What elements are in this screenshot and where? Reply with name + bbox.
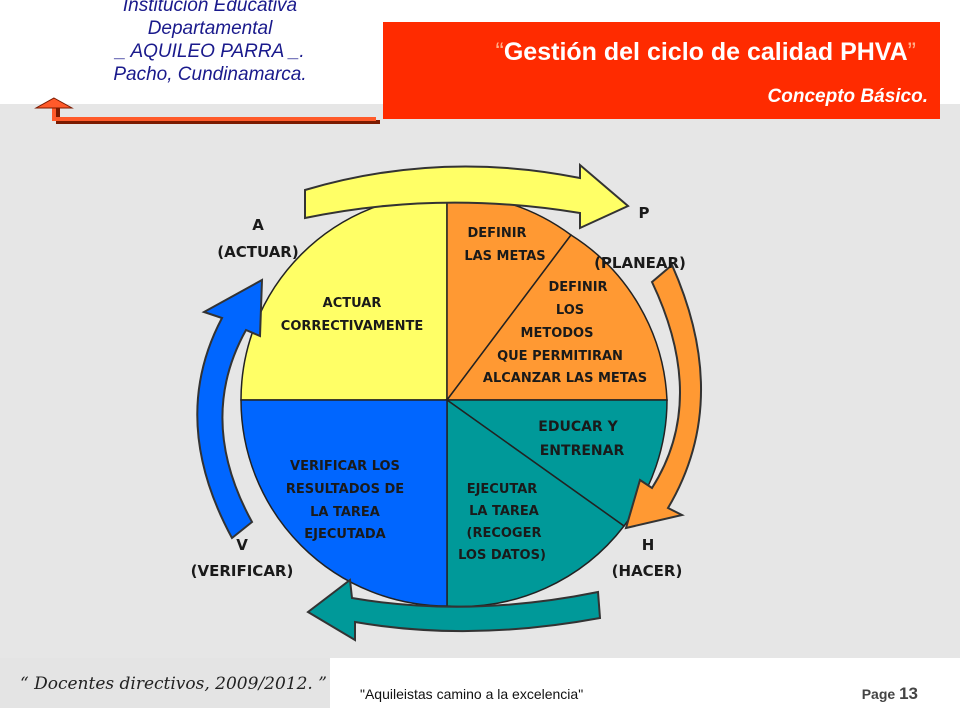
institution-line: _ AQUILEO PARRA _. <box>115 41 305 62</box>
footer-slogan: "Aquileistas camino a la excelencia" <box>360 686 584 702</box>
institution-name: Institución Educativa Departamental _ AQ… <box>60 0 360 86</box>
segment-label-metas: LAS METAS <box>464 249 545 264</box>
arrow-check-to-act[interactable] <box>196 278 264 540</box>
segment-label-metodos: DEFINIR <box>548 280 607 295</box>
page-indicator: Page 13 <box>862 684 918 704</box>
segment-label-metodos: LOS <box>556 303 584 318</box>
segment-label-ejecutar: LA TAREA <box>469 504 539 519</box>
phase-h-letter: H <box>642 536 655 554</box>
segment-definir-metodos <box>445 233 668 401</box>
page-label: Page <box>861 686 896 702</box>
segment-label-verificar: LA TAREA <box>310 505 380 520</box>
institution-line: Pacho, Cundinamarca. <box>113 64 307 85</box>
phase-v-letter: V <box>236 536 248 554</box>
segment-label-actuar: ACTUAR <box>323 296 382 311</box>
segment-label-metodos: QUE PERMITIRAN <box>497 349 623 364</box>
phase-a-letter: A <box>252 216 264 234</box>
phase-p-name: (PLANEAR) <box>594 254 686 272</box>
page-number: 13 <box>899 684 918 703</box>
segment-label-educar: EDUCAR Y <box>538 419 618 435</box>
phase-a-name: (ACTUAR) <box>217 243 298 261</box>
phase-p-letter: P <box>639 204 650 222</box>
institution-line: Institución Educativa <box>122 0 298 16</box>
footer-band: “ Docentes directivos, 2009/2012. ” "Aqu… <box>0 658 960 720</box>
segment-label-metodos: METODOS <box>521 326 594 341</box>
title-open-quote: “ <box>495 38 504 66</box>
phase-h-name: (HACER) <box>612 562 683 580</box>
segment-label-educar: ENTRENAR <box>540 443 625 459</box>
return-arrow-icon[interactable] <box>14 96 384 126</box>
segment-label-metas: DEFINIR <box>467 226 526 241</box>
institution-line: Departamental <box>147 18 273 39</box>
title-close-quote: ” <box>907 38 916 66</box>
arrow-act-to-plan[interactable] <box>304 162 630 230</box>
slide-title: “Gestión del ciclo de calidad PHVA” <box>496 38 916 67</box>
segment-label-ejecutar: EJECUTAR <box>467 482 538 497</box>
footer-authors: “ Docentes directivos, 2009/2012. ” <box>20 674 327 694</box>
segment-label-ejecutar: (RECOGER <box>467 526 542 541</box>
segment-label-ejecutar: LOS DATOS) <box>458 548 546 563</box>
segment-label-verificar: RESULTADOS DE <box>286 482 404 497</box>
segment-label-actuar: CORRECTIVAMENTE <box>281 319 423 334</box>
phase-v-name: (VERIFICAR) <box>191 562 294 580</box>
footer-left-box: “ Docentes directivos, 2009/2012. ” <box>0 658 330 708</box>
segment-verificar <box>240 399 448 607</box>
segment-label-verificar: EJECUTADA <box>304 527 385 542</box>
title-text: Gestión del ciclo de calidad PHVA <box>503 38 908 66</box>
segment-label-metodos: ALCANZAR LAS METAS <box>483 371 647 386</box>
title-banner: “Gestión del ciclo de calidad PHVA” Conc… <box>383 22 940 119</box>
arrow-plan-to-do[interactable] <box>624 263 703 530</box>
arrow-do-to-check[interactable] <box>306 578 602 642</box>
segment-label-verificar: VERIFICAR LOS <box>290 459 400 474</box>
slide-subtitle: Concepto Básico. <box>767 86 928 107</box>
